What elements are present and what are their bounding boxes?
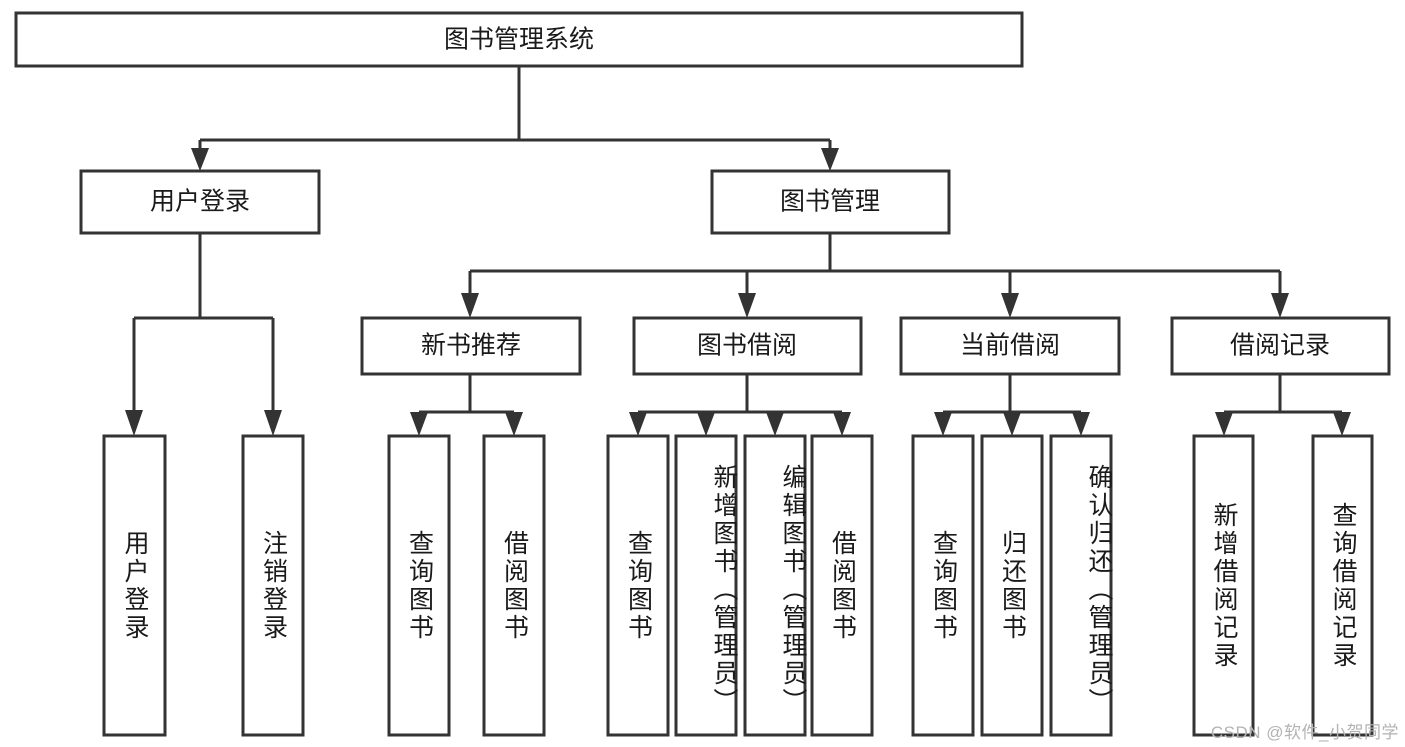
leaf-confirm-return-admin-box[interactable] [1049, 434, 1113, 737]
arrowhead-leaf-query-book-cur [934, 412, 952, 436]
arrowhead-leaf-edit-book-admin [766, 412, 784, 436]
arrowhead-leaf-add-borrow-record [1215, 412, 1233, 436]
leaf-query-borrow-record-box[interactable] [1311, 434, 1374, 737]
connectors-book-borrow [629, 374, 851, 436]
connectors-borrow-record [1215, 374, 1351, 436]
node-root-box[interactable] [14, 11, 1024, 68]
node-current-borrow-box[interactable] [899, 316, 1121, 376]
leaf-return-book-box[interactable] [980, 434, 1044, 737]
arrowhead-user-login [191, 148, 209, 171]
arrowhead-book-borrow [738, 293, 756, 318]
node-book-manage-box[interactable] [710, 169, 951, 235]
arrowhead-borrow-record [1271, 293, 1289, 318]
connectors-new-book-recommend [410, 374, 523, 436]
node-new-book-recommend[interactable]: 新书推荐 [360, 316, 582, 376]
node-current-borrow[interactable]: 当前借阅 [899, 316, 1121, 376]
node-current-borrow-label: 当前借阅 [960, 332, 1060, 360]
arrowhead-leaf-query-book-rec [410, 412, 428, 436]
csdn-watermark: CSDN @软件_小贺同学 [1210, 723, 1399, 742]
arrowhead-current-borrow [1001, 293, 1019, 318]
node-book-manage-label: 图书管理 [780, 188, 880, 216]
leaf-borrow-book-bor-box[interactable] [810, 434, 874, 737]
arrowhead-leaf-query-borrow-record [1333, 412, 1351, 436]
connectors-current-borrow [934, 374, 1090, 436]
arrowhead-leaf-add-book-admin [697, 412, 715, 436]
node-borrow-record-box[interactable] [1170, 316, 1391, 376]
node-book-borrow[interactable]: 图书借阅 [632, 316, 863, 376]
node-book-manage[interactable]: 图书管理 [710, 169, 951, 235]
arrowhead-leaf-return-book [1003, 412, 1021, 436]
leaf-borrow-book-rec-box[interactable] [482, 434, 546, 737]
leaf-logout-box[interactable] [241, 434, 305, 737]
arrowhead-leaf-borrow-book-rec [505, 412, 523, 436]
connectors-user-login [125, 233, 282, 436]
node-borrow-record[interactable]: 借阅记录 [1170, 316, 1391, 376]
leaf-boxes [102, 434, 1374, 737]
leaf-user-login-box[interactable] [102, 434, 167, 737]
node-book-borrow-label: 图书借阅 [697, 332, 797, 360]
node-root-label: 图书管理系统 [444, 26, 594, 54]
node-user-login-box[interactable] [79, 169, 321, 235]
node-root[interactable]: 图书管理系统 [14, 11, 1024, 68]
connectors-book-manage [461, 233, 1289, 318]
leaf-add-borrow-record-box[interactable] [1192, 434, 1255, 737]
arrowhead-book-manage [821, 148, 839, 171]
leaf-query-book-rec-box[interactable] [387, 434, 451, 737]
arrowhead-new-book-recommend [461, 293, 479, 318]
arrowhead-leaf-user-login [125, 410, 143, 436]
leaf-query-book-cur-box[interactable] [911, 434, 975, 737]
node-user-login[interactable]: 用户登录 [79, 169, 321, 235]
node-borrow-record-label: 借阅记录 [1230, 332, 1330, 360]
leaf-query-book-bor-box[interactable] [606, 434, 670, 737]
node-new-book-recommend-box[interactable] [360, 316, 582, 376]
leaf-edit-book-admin-box[interactable] [743, 434, 807, 737]
arrowhead-leaf-confirm-return-admin [1072, 412, 1090, 436]
node-new-book-recommend-label: 新书推荐 [421, 332, 521, 360]
leaf-add-book-admin-box[interactable] [674, 434, 738, 737]
arrowhead-leaf-borrow-book-bor [833, 412, 851, 436]
node-book-borrow-box[interactable] [632, 316, 863, 376]
node-user-login-label: 用户登录 [150, 188, 250, 216]
connectors-root [191, 66, 839, 171]
arrowhead-leaf-query-book-bor [629, 412, 647, 436]
arrowhead-leaf-logout [264, 410, 282, 436]
